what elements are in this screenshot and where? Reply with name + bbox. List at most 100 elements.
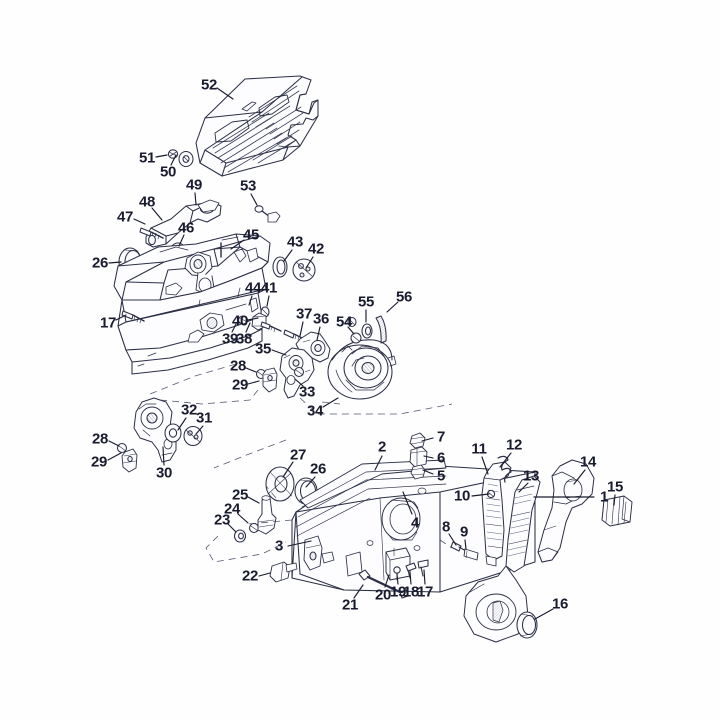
- leader-line-43: [283, 249, 293, 262]
- callout-label-46: 46: [177, 219, 195, 237]
- leader-line-23: [227, 523, 237, 533]
- leader-line-13: [518, 482, 529, 493]
- callout-label-20: 20: [374, 586, 392, 604]
- leader-line-17b: [115, 314, 127, 321]
- callout-label-48: 48: [138, 193, 156, 211]
- leader-line-20: [384, 574, 390, 588]
- part-23-washer: [233, 529, 247, 543]
- leader-line-46: [178, 234, 185, 247]
- callout-label-7: 7: [436, 428, 446, 446]
- callout-label-27: 27: [289, 446, 307, 464]
- part-6-connector: [409, 446, 428, 468]
- leader-line-28: [108, 440, 120, 447]
- callout-label-26b: 26: [91, 254, 109, 272]
- callout-label-3: 3: [274, 537, 284, 555]
- callout-label-40: 40: [231, 312, 249, 330]
- part-38-bolt: [260, 321, 282, 333]
- leader-line-44: [248, 295, 253, 306]
- leader-line-4: [402, 491, 413, 515]
- leader-line-29: [107, 452, 122, 461]
- leader-line-49: [194, 192, 197, 206]
- leader-line-48: [151, 207, 163, 221]
- callout-label-9: 9: [459, 523, 469, 541]
- callout-label-15: 15: [606, 478, 624, 496]
- callout-label-19: 19: [389, 583, 407, 601]
- part-30-housing-bracket: [133, 397, 177, 463]
- leader-line-15: [613, 494, 616, 506]
- callout-label-16: 16: [551, 595, 569, 613]
- callout-label-34: 34: [306, 402, 324, 420]
- part-22-plug: [269, 561, 298, 583]
- callout-label-53: 53: [239, 177, 257, 195]
- part-51-screw: [167, 149, 179, 159]
- leader-line-19: [396, 573, 399, 585]
- part-31-cap: [183, 425, 203, 447]
- leader-line-11: [481, 456, 489, 475]
- callout-label-55: 55: [357, 293, 375, 311]
- callout-label-33: 33: [298, 383, 316, 401]
- callout-label-11: 11: [471, 440, 487, 458]
- callout-label-28b: 28: [229, 357, 247, 375]
- callout-label-13: 13: [522, 467, 540, 485]
- part-16-seal-ring: [516, 611, 538, 639]
- callout-label-44: 44: [244, 279, 262, 297]
- leader-line-26b: [108, 261, 122, 264]
- leader-line-34: [322, 397, 339, 408]
- part-27-disc: [265, 466, 295, 502]
- callout-label-47: 47: [116, 208, 134, 226]
- part-45-upper-housing-frame: [113, 233, 271, 301]
- callout-label-1: 1: [599, 488, 609, 506]
- callout-label-26: 26: [309, 460, 327, 478]
- callout-label-29b: 29: [231, 376, 249, 394]
- part-56-spring-strip: [375, 315, 387, 344]
- callout-label-36: 36: [312, 310, 330, 328]
- leader-line-39: [231, 323, 237, 333]
- callout-label-5: 5: [436, 467, 446, 485]
- leader-line-21: [353, 584, 364, 599]
- leader-line-37: [299, 321, 304, 337]
- part-24-nut: [248, 522, 260, 534]
- part-20-block: [385, 547, 411, 581]
- callout-label-54: 54: [335, 313, 353, 331]
- callout-label-37: 37: [295, 305, 313, 323]
- leader-line-14: [573, 469, 586, 485]
- leader-line-28b: [245, 367, 257, 373]
- leader-line-12: [499, 452, 512, 468]
- leader-line-25: [247, 496, 260, 504]
- part-33-pin: [293, 366, 305, 378]
- leader-line-51: [155, 154, 168, 158]
- leader-line-10: [471, 493, 490, 497]
- callout-label-42: 42: [307, 240, 325, 258]
- callout-label-17: 17: [416, 583, 434, 601]
- part-53-linkage-rod: [254, 205, 281, 223]
- leader-line-42: [305, 256, 314, 269]
- part-54-washer: [350, 332, 362, 344]
- leader-line-22: [258, 572, 271, 577]
- leader-line-5: [422, 469, 434, 475]
- part-55-bushing: [361, 323, 373, 339]
- part-17c-screw: [417, 559, 429, 577]
- callout-label-39: 39: [221, 330, 239, 348]
- callout-label-24: 24: [223, 500, 241, 518]
- leader-line-29b: [247, 380, 260, 385]
- part-38b-pin: [347, 316, 357, 328]
- leader-line-30: [162, 446, 165, 466]
- leader-line-3: [287, 540, 312, 547]
- part-52-grille-cover: [195, 75, 319, 177]
- part-44-gasket-plate: [117, 267, 267, 375]
- callout-label-21: 21: [341, 596, 359, 614]
- callout-label-2: 2: [377, 438, 387, 456]
- leader-line-17: [423, 569, 426, 585]
- part-42-end-cap: [292, 258, 316, 282]
- callout-label-14: 14: [579, 453, 597, 471]
- callout-label-6: 6: [436, 449, 446, 467]
- part-49-pad: [197, 199, 220, 213]
- callout-label-28: 28: [91, 430, 109, 448]
- callout-label-17b: 17: [99, 314, 117, 332]
- part-29-clip: [121, 448, 138, 473]
- leader-line-33: [294, 378, 304, 387]
- callout-label-10: 10: [453, 487, 471, 505]
- callout-label-32: 32: [180, 401, 198, 419]
